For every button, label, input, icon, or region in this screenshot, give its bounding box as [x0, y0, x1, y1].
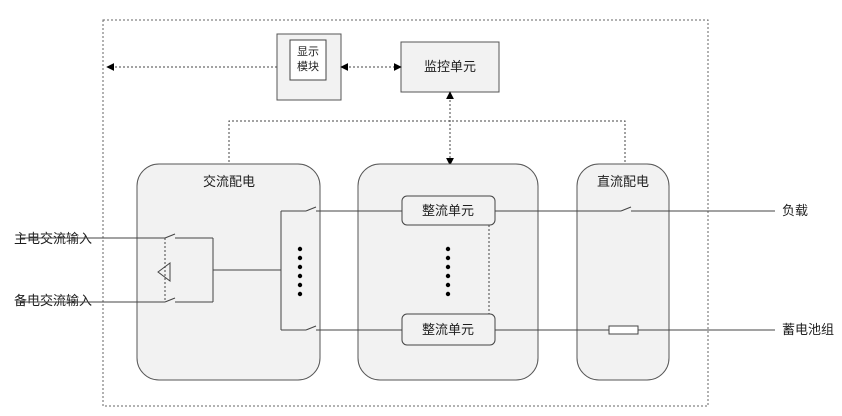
main-ac-input-label: 主电交流输入: [14, 231, 92, 247]
dc-distribution-panel: 直流配电: [576, 163, 670, 381]
rectifier-ellipsis-dots: [445, 246, 451, 297]
system-boundary: [102, 19, 709, 407]
ac-ellipsis-dots: [297, 246, 303, 297]
rectifier-unit-bottom: 整流单元: [401, 313, 496, 346]
fuse-icon: [608, 325, 639, 335]
rectifier-bottom-label: 整流单元: [422, 323, 474, 338]
ac-distribution-panel: 交流配电: [136, 163, 321, 381]
display-module-label-line2: 模块: [297, 60, 319, 73]
main-ac-switch: [164, 233, 176, 239]
monitor-unit-label: 监控单元: [424, 60, 476, 75]
ac-top-switch: [305, 206, 317, 212]
display-module-label-line1: 显示: [297, 45, 319, 58]
rectifier-unit-top: 整流单元: [401, 195, 496, 226]
dc-load-switch: [620, 206, 632, 212]
backup-ac-input-label: 备电交流输入: [14, 293, 92, 309]
monitor-unit: 监控单元: [400, 41, 500, 93]
battery-label: 蓄电池组: [782, 323, 834, 338]
display-module: 显示 模块: [276, 33, 342, 101]
dc-distribution-label: 直流配电: [597, 175, 649, 190]
transfer-triangle-icon: [157, 262, 171, 282]
load-label: 负载: [782, 204, 808, 219]
ac-distribution-label: 交流配电: [203, 174, 255, 190]
monitor-bus-line: [228, 120, 626, 166]
rectifier-top-label: 整流单元: [422, 204, 474, 219]
ac-bottom-switch: [305, 325, 317, 331]
backup-ac-switch: [164, 297, 176, 303]
